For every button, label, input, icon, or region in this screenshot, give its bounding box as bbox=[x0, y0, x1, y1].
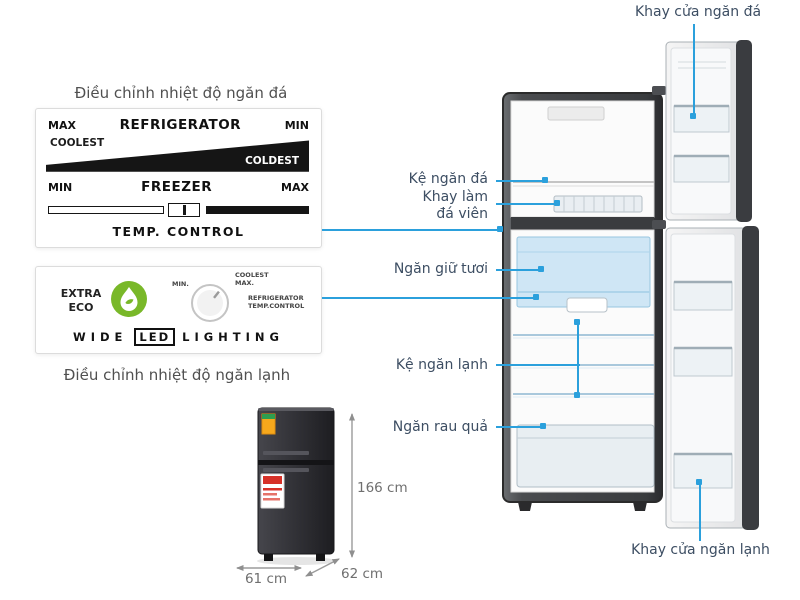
freezer-label: FREEZER bbox=[141, 179, 213, 195]
freezer-compartment bbox=[513, 106, 654, 213]
vegetable-box-dot bbox=[540, 423, 546, 429]
temperature-wedge-graphic: COOLEST COLDEST bbox=[46, 136, 309, 174]
freezer-door bbox=[665, 40, 752, 222]
slider-track-empty bbox=[48, 206, 164, 214]
temp-slider bbox=[48, 203, 309, 217]
crisper-drawer-graphic bbox=[516, 424, 655, 488]
callout-freezer-shelf: Kệ ngăn đá bbox=[408, 171, 488, 187]
dial-ref-line2: TEMP.CONTROL bbox=[248, 302, 305, 311]
fridge-shelf-line bbox=[496, 364, 580, 366]
panel2-callout-dot bbox=[533, 294, 539, 300]
fresh-keeper-dot bbox=[538, 266, 544, 272]
freezer-control-title: Điều chỉnh nhiệt độ ngăn đá bbox=[74, 84, 288, 102]
fridge-temp-control-panel: EXTRA ECO MIN. COOLEST MAX. REFRIGERATOR… bbox=[35, 266, 322, 354]
dial-coolest-label: COOLEST bbox=[235, 271, 269, 279]
freezer-temp-control-panel: MAX REFRIGERATOR MIN COOLEST COLDEST MIN… bbox=[35, 108, 322, 248]
panel1-callout-dot bbox=[497, 226, 503, 232]
dial-ref-line1: REFRIGERATOR bbox=[248, 294, 304, 302]
wide-label: WIDE bbox=[73, 330, 128, 344]
panel1-callout-line bbox=[322, 229, 500, 231]
dial-max-label: MAX. bbox=[235, 279, 254, 288]
freezer-min-label: MIN bbox=[48, 181, 73, 194]
fridge-control-title: Điều chỉnh nhiệt độ ngăn lạnh bbox=[63, 366, 291, 384]
fresh-keeper-line bbox=[496, 269, 542, 271]
slider-knob bbox=[168, 203, 200, 217]
callout-fresh-keeper: Ngăn giữ tươi bbox=[393, 261, 488, 277]
ice-tray-dot bbox=[554, 200, 560, 206]
height-dimension-label: 166 cm bbox=[357, 480, 408, 496]
panel2-callout-line bbox=[322, 297, 536, 299]
freezer-max-label: MAX bbox=[281, 181, 309, 194]
eco-label: ECO bbox=[68, 300, 94, 314]
fridge-shelf-dot-bottom bbox=[574, 392, 580, 398]
wide-led-lighting: WIDE LED LIGHTING bbox=[36, 328, 321, 346]
lighting-label: LIGHTING bbox=[182, 330, 284, 344]
freezer-door-tray-line bbox=[693, 24, 695, 116]
refrigerator-max-label: MAX bbox=[48, 119, 76, 132]
freezer-door-tray-graphic bbox=[673, 105, 730, 133]
freezer-shelf-line bbox=[496, 180, 546, 182]
dimension-arrows bbox=[236, 413, 355, 577]
led-badge: LED bbox=[134, 328, 176, 346]
slider-track-filled bbox=[206, 206, 309, 214]
coolest-label: COOLEST bbox=[50, 137, 105, 149]
temp-control-label: TEMP. CONTROL bbox=[112, 224, 245, 239]
dial-min-label: MIN. bbox=[172, 280, 189, 288]
ice-tray-graphic bbox=[553, 195, 643, 213]
ice-tray-line2: đá viên bbox=[436, 205, 488, 222]
vegetable-box-line bbox=[496, 426, 544, 428]
fridge-door-tray-graphic bbox=[673, 453, 733, 489]
dial-refrigerator-label: REFRIGERATOR TEMP.CONTROL bbox=[248, 294, 304, 310]
fridge-shelf-dot-top bbox=[574, 319, 580, 325]
fridge-door-tray-dot bbox=[696, 479, 702, 485]
product-photo bbox=[257, 407, 337, 565]
callout-fridge-shelf: Kệ ngăn lạnh bbox=[395, 357, 488, 373]
freezer-shelf-dot bbox=[542, 177, 548, 183]
fridge-door bbox=[665, 226, 759, 530]
slider-knob-mark bbox=[182, 205, 186, 215]
dial-coolest-max-label: COOLEST MAX. bbox=[235, 271, 269, 287]
temp-dial-icon bbox=[191, 284, 229, 322]
fridge-shelf-vline bbox=[577, 322, 579, 396]
refrigerator-label: REFRIGERATOR bbox=[119, 117, 242, 133]
freezer-door-tray-dot bbox=[690, 113, 696, 119]
coldest-label: COLDEST bbox=[245, 155, 299, 167]
refrigerator-min-label: MIN bbox=[284, 119, 309, 132]
callout-ice-tray: Khay làm đá viên bbox=[328, 189, 488, 223]
ice-tray-line1: Khay làm bbox=[422, 189, 488, 205]
callout-fridge-door-tray: Khay cửa ngăn lạnh bbox=[631, 542, 770, 558]
callout-freezer-door-tray: Khay cửa ngăn đá bbox=[634, 4, 762, 20]
promo-sticker bbox=[260, 473, 285, 509]
ice-tray-line bbox=[496, 203, 558, 205]
depth-dimension-label: 62 cm bbox=[341, 566, 384, 582]
fridge-door-tray-line bbox=[699, 483, 701, 541]
eco-drop-icon bbox=[111, 281, 147, 317]
extra-label: EXTRA bbox=[60, 287, 102, 300]
depth-arrow bbox=[305, 558, 340, 577]
energy-label-sticker bbox=[261, 413, 276, 435]
fridge-compartment bbox=[513, 236, 655, 488]
fridge-illustration bbox=[502, 40, 759, 530]
extra-eco-label: EXTRA ECO bbox=[56, 287, 106, 315]
callout-vegetable-box: Ngăn rau quả bbox=[392, 419, 488, 435]
width-dimension-label: 61 cm bbox=[244, 571, 288, 587]
